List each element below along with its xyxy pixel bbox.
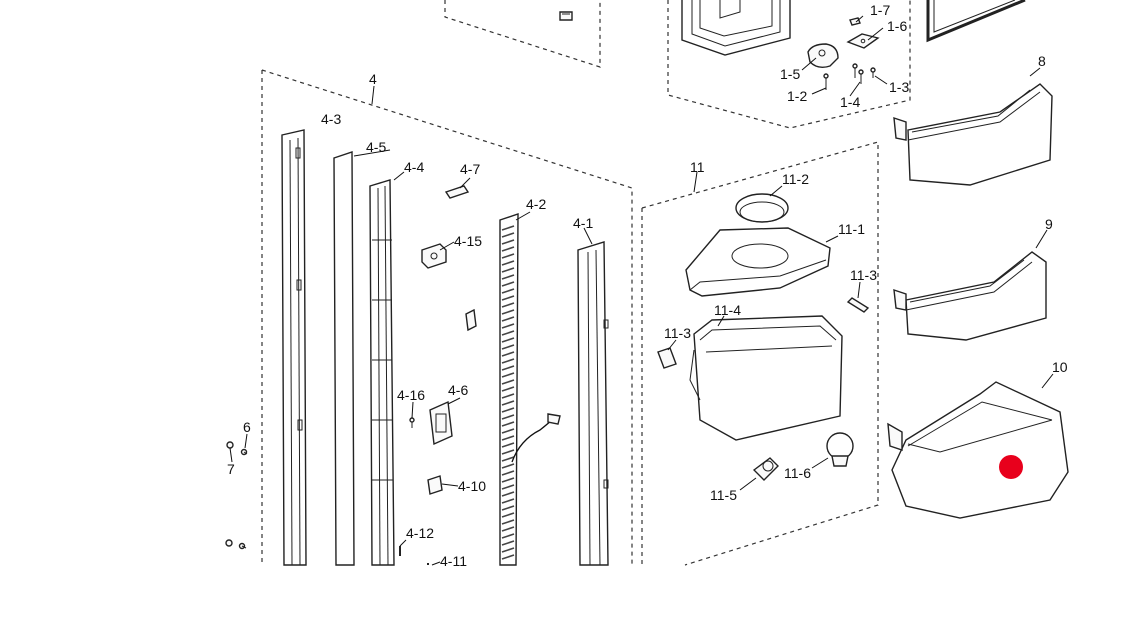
washer-1-7 (849, 17, 861, 26)
bin-11-4 (689, 315, 843, 441)
label-10: 10 (1052, 359, 1068, 375)
label-4-6: 4-6 (448, 382, 468, 398)
label-1-3: 1-3 (889, 79, 909, 95)
heater-wire (511, 413, 561, 463)
knob-11-6 (826, 432, 854, 467)
upper-left-clip-part (559, 11, 573, 21)
door-shelf-8 (893, 83, 1053, 186)
block-4-10 (427, 475, 443, 495)
door-shelf-10 (887, 381, 1069, 519)
pin-1-2 (823, 73, 829, 90)
label-4-4: 4-4 (404, 159, 424, 175)
label-4-10: 4-10 (458, 478, 486, 494)
trim-strip-4-3 (281, 129, 307, 566)
group-1-outline (667, 0, 911, 129)
label-4-11: 4-11 (440, 553, 467, 569)
label-8: 8 (1038, 53, 1046, 69)
label-11-3-left: 11-3 (664, 325, 691, 341)
label-11-3-right: 11-3 (850, 267, 877, 283)
label-11-5: 11-5 (710, 487, 737, 503)
label-4-2: 4-2 (526, 196, 546, 212)
screw-6 (238, 448, 248, 550)
label-4-7: 4-7 (460, 161, 480, 177)
cap-4-7 (444, 185, 470, 199)
label-11-1: 11-1 (838, 221, 865, 237)
label-4-3: 4-3 (321, 111, 341, 127)
label-11-4: 11-4 (714, 302, 741, 318)
label-4-15: 4-15 (454, 233, 482, 249)
label-4: 4 (369, 71, 377, 87)
upper-left-group-outline (444, 0, 601, 68)
label-1-7: 1-7 (870, 2, 890, 18)
label-9: 9 (1045, 216, 1053, 232)
seal-strip-4-5 (333, 151, 355, 566)
label-11-2: 11-2 (782, 171, 809, 187)
screws-1-3-1-4 (852, 63, 876, 84)
label-1-4: 1-4 (840, 94, 860, 110)
door-panel-top (681, 0, 791, 56)
heater-strip-4-2 (499, 213, 519, 566)
door-shelf-9 (893, 251, 1047, 341)
pad-11-3-left (657, 347, 677, 369)
group-outlines (261, 0, 911, 566)
hinge-bracket-4-6 (429, 400, 453, 446)
washer-7 (225, 441, 234, 547)
red-highlight-marker[interactable] (999, 455, 1023, 479)
cap-11-2 (735, 193, 789, 223)
leader-lines (229, 15, 1054, 566)
group-11-outline (641, 141, 879, 566)
label-1-2: 1-2 (787, 88, 807, 104)
label-1-5: 1-5 (780, 66, 800, 82)
label-6: 6 (243, 419, 251, 435)
screw-4-16 (409, 417, 415, 428)
label-4-12: 4-12 (406, 525, 434, 541)
label-7: 7 (227, 461, 235, 477)
bracket-4-15 (421, 243, 447, 269)
pad-11-3-right (846, 297, 870, 313)
label-4-5: 4-5 (366, 139, 386, 155)
label-4-1: 4-1 (573, 215, 593, 231)
group-4-outline-top (261, 69, 633, 565)
cover-11-1 (685, 227, 831, 297)
label-11-6: 11-6 (784, 465, 811, 481)
part-labels: 1-7 1-6 1-5 1-2 1-4 1-3 4 4-3 4-5 4-4 4-… (227, 2, 1068, 569)
label-11: 11 (690, 159, 705, 175)
small-clip (465, 308, 477, 332)
frame-rail-4-1 (577, 241, 609, 566)
label-4-16: 4-16 (397, 387, 425, 403)
frame-rail-4-4 (369, 179, 395, 566)
hinge-part-1-5 (807, 43, 839, 69)
knob-11-5 (752, 457, 779, 481)
door-frame-right (926, 0, 1026, 43)
label-1-6: 1-6 (887, 18, 907, 34)
